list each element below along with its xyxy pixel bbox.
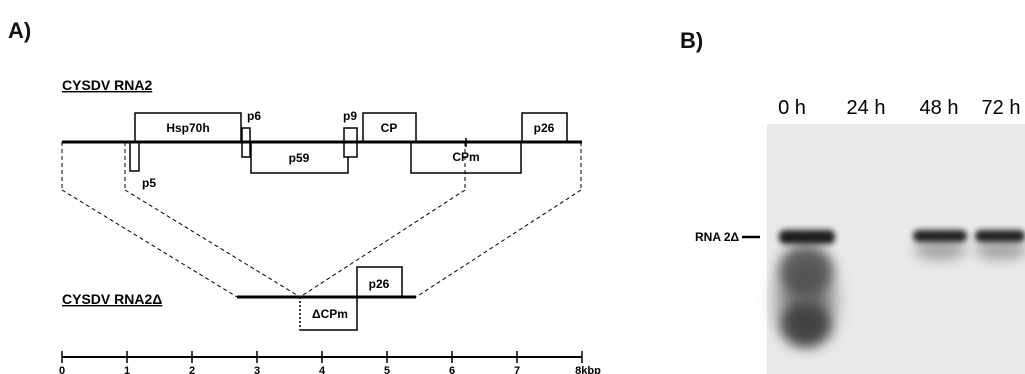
lane-0h-signal [779,230,835,347]
scale-tick-label: 0 [59,365,65,374]
orf-p5-box [129,141,140,172]
rna2-title: CYSDV RNA2 [62,77,152,93]
scale-ticks [61,351,583,363]
lane-label: 0 h [778,97,806,119]
panel-b-label: B) [680,28,704,53]
band-label-rna2d: RNA 2Δ [695,230,740,244]
orf-p6-label: p6 [247,109,261,123]
dash-converge-3 [299,189,466,298]
scale-tick-label: 6 [449,365,455,374]
orf-dcpm-label: ΔCPm [312,307,348,321]
scale-tick-label: 1 [124,365,130,374]
orf-p9-label: p9 [343,109,357,123]
lane-label: 48 h [920,97,959,119]
orf-p26-delta-label: p26 [369,277,390,291]
lane-72h-signal [975,230,1025,260]
scale-tick-label: 4 [319,365,326,374]
orf-p26-label: p26 [534,121,555,135]
scale-tick-label: 8kbp [575,365,601,374]
scale-tick-label: 3 [254,365,260,374]
rna2d-title: CYSDV RNA2Δ [62,291,162,307]
panel-a-label: A) [8,18,32,43]
scale-tick-label: 7 [514,365,520,374]
orf-cpm-box [410,141,522,174]
dash-converge-1 [61,189,238,298]
scale-tick-label: 2 [189,365,195,374]
orf-p59-label: p59 [289,151,310,165]
orf-p26-delta-box [356,266,403,298]
orf-hsp70h-label: Hsp70h [166,121,209,135]
orf-cp-label: CP [381,121,398,135]
orf-p5-label: p5 [142,176,156,190]
orf-cpm-label: CPm [452,150,479,164]
scale-tick-label: 5 [384,365,390,374]
lane-label: 72 h [982,97,1021,119]
dash-converge-2 [124,189,301,298]
dash-converge-4 [415,189,582,298]
orf-p26-box [521,112,568,143]
lane-label: 24 h [847,97,886,119]
orf-hsp70h-box [134,112,242,143]
lane-48h-signal [913,230,967,260]
